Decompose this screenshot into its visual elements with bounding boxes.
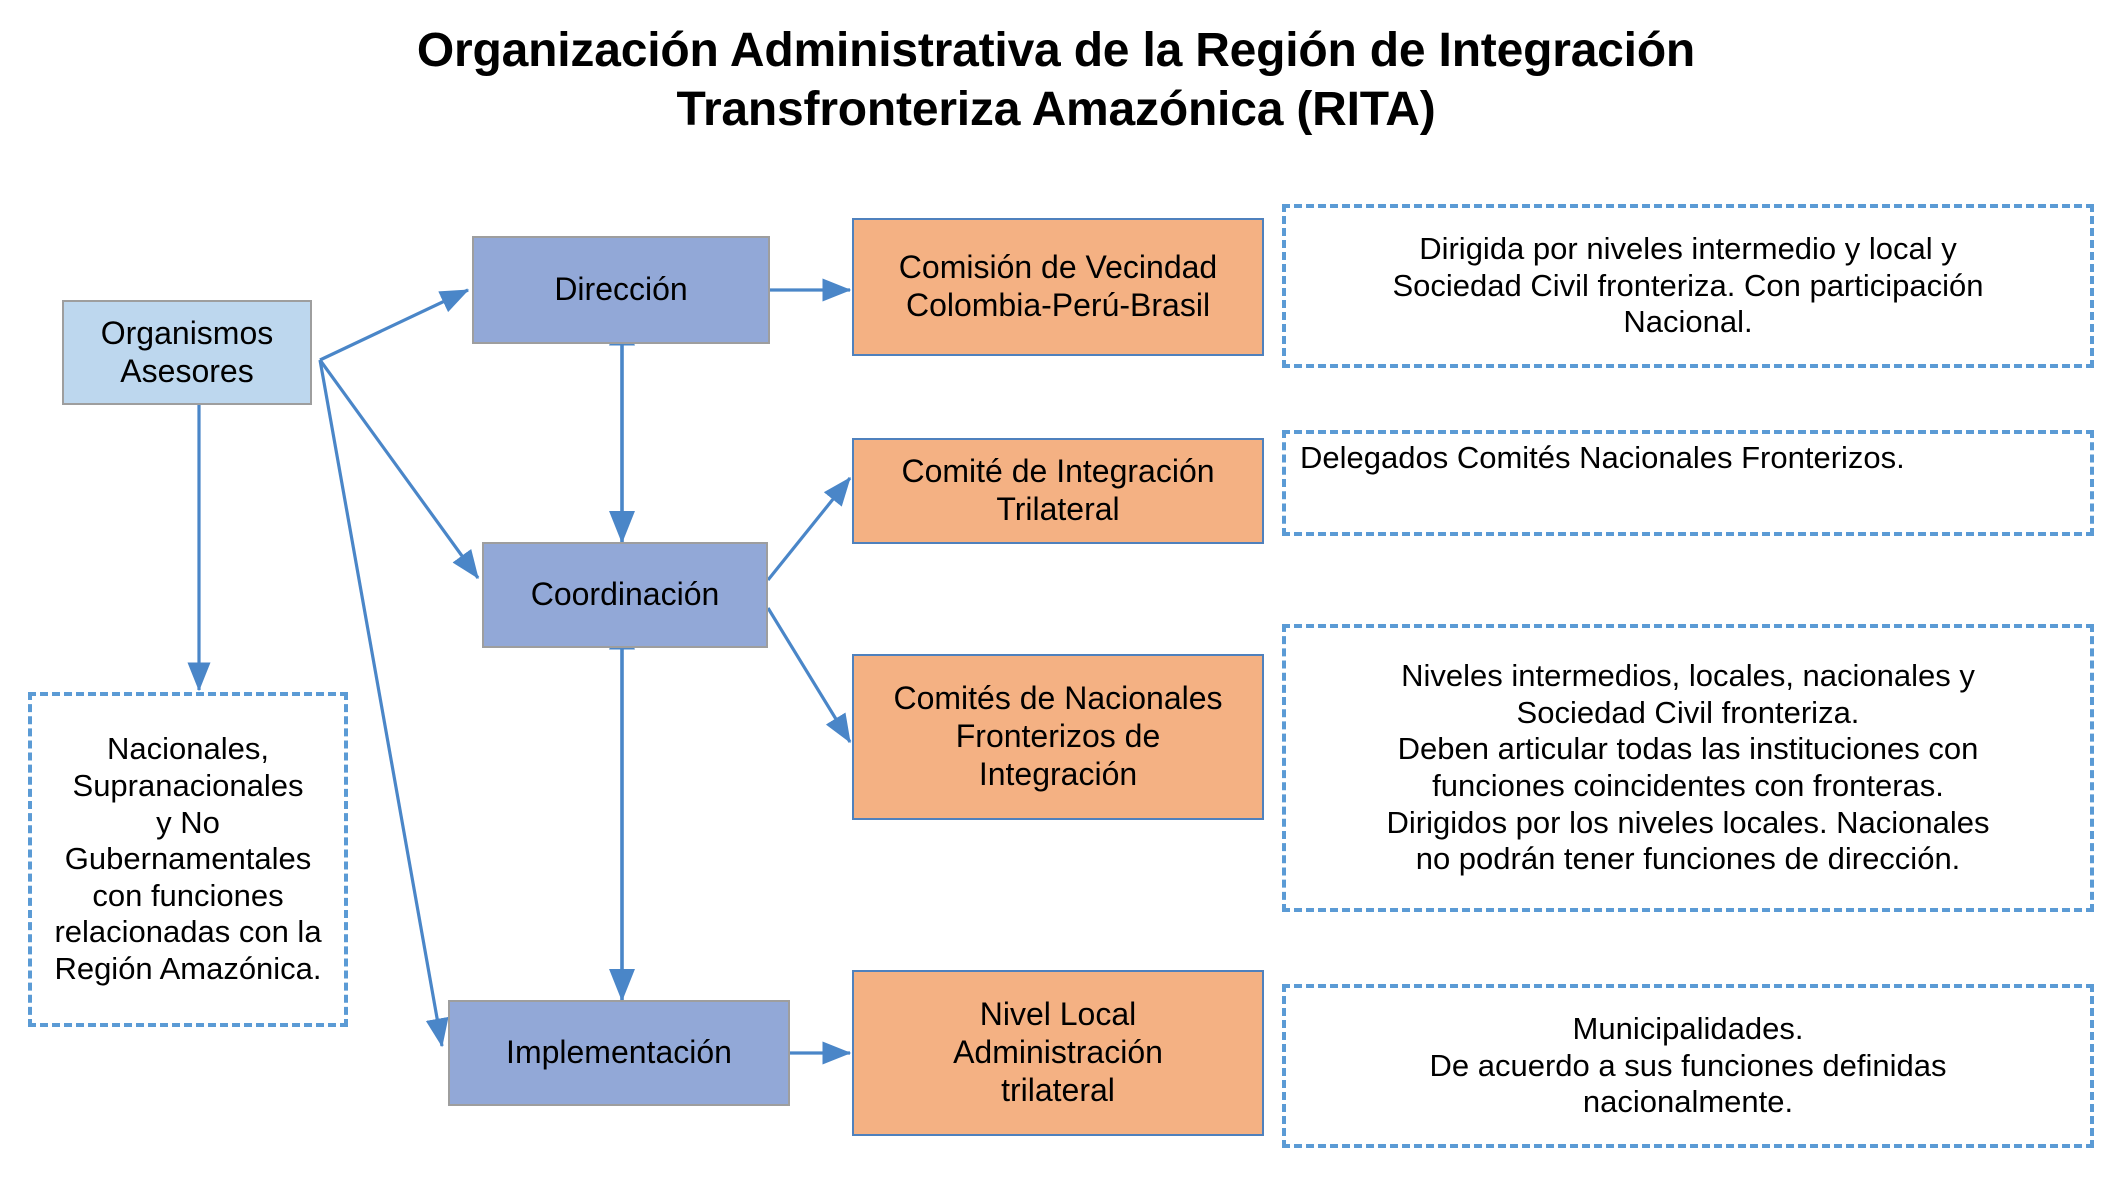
note-line: Nacionales, <box>107 731 269 767</box>
node-comision-de-vecindad[interactable]: Comisión de Vecindad Colombia-Perú-Brasi… <box>852 218 1264 356</box>
node-coordinacion[interactable]: Coordinación <box>482 542 768 648</box>
edge-coordinacion-to-entity-3 <box>766 607 852 744</box>
node-label-line-1: Comités de Nacionales <box>893 680 1223 717</box>
note-line: nacionalmente. <box>1582 1084 1794 1120</box>
node-label-line-2: Fronterizos de <box>955 718 1161 755</box>
note-line: Nacional. <box>1623 304 1753 340</box>
node-label-line-1: Comité de Integración <box>901 453 1215 490</box>
node-label-line-1: Organismos <box>100 314 274 351</box>
node-organismos-asesores[interactable]: Organismos Asesores <box>62 300 312 405</box>
node-label-line-3: Integración <box>978 755 1138 792</box>
node-label-line-1: Nivel Local <box>979 996 1137 1033</box>
node-label: Implementación <box>506 1034 732 1071</box>
title-line-2: Transfronteriza Amazónica (RITA) <box>676 82 1436 136</box>
note-line: Deben articular todas las instituciones … <box>1397 731 1979 767</box>
note-line: Región Amazónica. <box>54 950 322 986</box>
node-label-line-1: Comisión de Vecindad <box>898 249 1218 286</box>
note-comites-nacionales-fronterizos[interactable]: Niveles intermedios, locales, nacionales… <box>1282 624 2094 912</box>
title-line-1: Organización Administrativa de la Región… <box>416 24 1696 77</box>
node-comites-nacionales-fronterizos[interactable]: Comités de Nacionales Fronterizos de Int… <box>852 654 1264 820</box>
note-line: no podrán tener funciones de dirección. <box>1415 841 1961 877</box>
edge-coordinacion-to-entity-2 <box>766 476 852 582</box>
node-label: Coordinación <box>530 576 720 613</box>
note-line: Dirigida por niveles intermedio y local … <box>1419 231 1957 267</box>
node-label-line-2: Asesores <box>120 352 254 389</box>
node-nivel-local-administracion-trilateral[interactable]: Nivel Local Administración trilateral <box>852 970 1264 1136</box>
edge-advisory-to-direccion <box>319 288 470 362</box>
note-line: Sociedad Civil fronteriza. <box>1516 694 1860 730</box>
note-line: De acuerdo a sus funciones definidas <box>1429 1047 1947 1083</box>
note-line: Gubernamentales <box>64 841 312 877</box>
note-line: y No <box>156 804 220 840</box>
note-comision-de-vecindad[interactable]: Dirigida por niveles intermedio y local … <box>1282 204 2094 368</box>
edge-advisory-to-coordinacion <box>318 359 480 580</box>
note-line: Dirigidos por los niveles locales. Nacio… <box>1386 804 1990 840</box>
node-implementacion[interactable]: Implementación <box>448 1000 790 1106</box>
note-organismos-asesores[interactable]: Nacionales, Supranacionales y No Guberna… <box>28 692 348 1027</box>
note-line: relacionadas con la <box>54 914 322 950</box>
note-line: Municipalidades. <box>1572 1011 1804 1047</box>
page-title: Organización Administrativa de la Región… <box>0 22 2112 139</box>
node-label-line-2: Colombia-Perú-Brasil <box>905 287 1211 323</box>
note-line: funciones coincidentes con fronteras. <box>1432 768 1944 803</box>
note-nivel-local[interactable]: Municipalidades. De acuerdo a sus funcio… <box>1282 984 2094 1148</box>
note-line: Niveles intermedios, locales, nacionales… <box>1401 658 1975 694</box>
node-label: Dirección <box>554 271 688 308</box>
node-label-line-2: Trilateral <box>996 491 1120 527</box>
node-label-line-3: trilateral <box>1001 1071 1115 1108</box>
note-line: Delegados Comités Nacionales Fronterizos… <box>1300 440 1905 475</box>
node-direccion[interactable]: Dirección <box>472 236 770 344</box>
note-line: con funciones <box>92 877 284 913</box>
note-line: Sociedad Civil fronteriza. Con participa… <box>1392 267 1984 303</box>
node-comite-de-integracion-trilateral[interactable]: Comité de Integración Trilateral <box>852 438 1264 544</box>
note-comite-de-integracion-trilateral[interactable]: Delegados Comités Nacionales Fronterizos… <box>1282 430 2094 536</box>
note-line: Supranacionales <box>72 768 304 804</box>
node-label-line-2: Administración <box>953 1034 1163 1071</box>
